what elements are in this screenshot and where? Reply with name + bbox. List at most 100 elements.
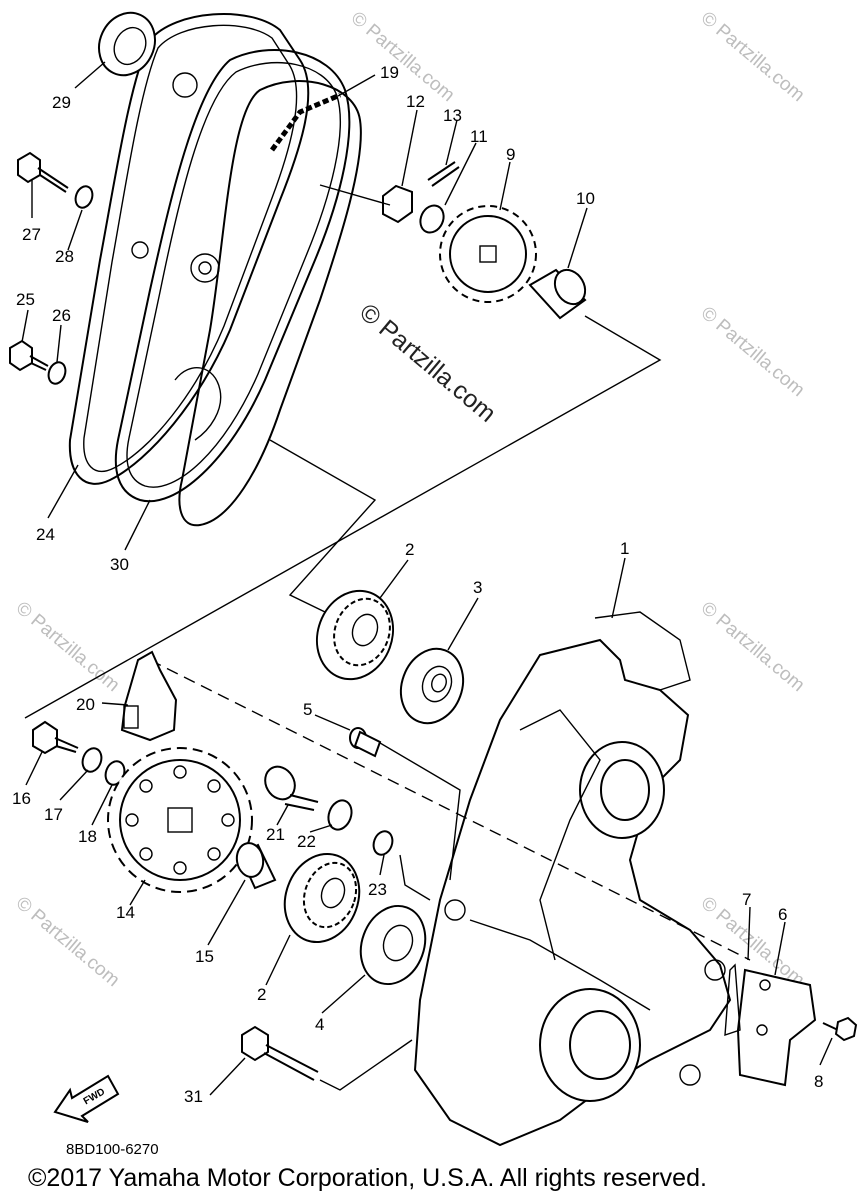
callout-12: 12 xyxy=(406,92,425,111)
outer-cover-inner-edge xyxy=(83,24,298,473)
bearing-3 xyxy=(399,647,465,725)
bolt-31 xyxy=(241,1025,319,1081)
bearing-outer xyxy=(315,589,395,681)
case-rib xyxy=(519,709,601,961)
callout-10: 10 xyxy=(576,189,595,208)
bearing-bore xyxy=(431,673,447,693)
callout-20: 20 xyxy=(76,695,95,714)
case-tab xyxy=(594,611,691,691)
case-boss-lower xyxy=(539,988,641,1102)
washer-11 xyxy=(419,204,445,234)
chain-case-cover xyxy=(68,11,362,527)
callout-24: 24 xyxy=(36,525,55,544)
watermark: © Partzilla.com xyxy=(12,893,124,991)
bolt-25 xyxy=(9,339,49,372)
case-bore-lower xyxy=(569,1010,631,1080)
plate-6 xyxy=(724,963,817,1087)
watermark: © Partzilla.com xyxy=(697,303,809,401)
callout-14: 14 xyxy=(116,903,135,922)
collar-end xyxy=(553,268,587,306)
fwd-arrow: FWD xyxy=(53,1074,120,1123)
callout-29: 29 xyxy=(52,93,71,112)
callout-5: 5 xyxy=(303,700,312,719)
cover-hole xyxy=(172,72,198,98)
case-hole xyxy=(444,899,466,921)
watermark: © Partzilla.com xyxy=(697,598,809,696)
bearing-inner xyxy=(382,924,414,962)
sprocket-9 xyxy=(439,205,537,303)
case-rib xyxy=(469,919,651,1011)
collar-22 xyxy=(327,799,353,831)
hex-bolt-head xyxy=(9,339,33,372)
callout-30: 30 xyxy=(110,555,129,574)
washer-28 xyxy=(74,185,94,209)
washer-26 xyxy=(47,361,67,385)
callout-8: 8 xyxy=(814,1072,823,1091)
bolt-27 xyxy=(17,151,69,193)
bolt-8 xyxy=(822,1016,858,1042)
callout-6: 6 xyxy=(778,905,787,924)
bearing-2-upper xyxy=(315,589,395,681)
bolt-head xyxy=(264,765,296,801)
fwd-arrow-shape xyxy=(53,1074,120,1123)
bearing-balls xyxy=(333,597,391,667)
nipple-body xyxy=(353,730,382,758)
tensioner-slot xyxy=(123,705,139,729)
nipple-5 xyxy=(349,727,382,758)
callout-18: 18 xyxy=(78,827,97,846)
diagram-code: 8BD100-6270 xyxy=(66,1141,159,1158)
assembly-lines xyxy=(24,184,751,1091)
leader xyxy=(319,1039,413,1091)
callout-4: 4 xyxy=(315,1015,324,1034)
plate-body xyxy=(736,968,817,1087)
plate-boss xyxy=(190,253,220,283)
hex-bolt-head xyxy=(241,1025,269,1062)
bolt-shank xyxy=(822,1022,839,1031)
callout-28: 28 xyxy=(55,247,74,266)
leader xyxy=(319,184,391,206)
bolt-shank xyxy=(284,794,319,811)
cover-gasket-inner xyxy=(126,61,341,488)
washer-17 xyxy=(81,747,103,773)
callout-11: 11 xyxy=(470,127,488,146)
callout-7: 7 xyxy=(742,890,751,909)
callout-13: 13 xyxy=(443,106,462,125)
bearing-bore xyxy=(351,613,379,647)
plate-rib xyxy=(174,367,222,441)
bolt-shank xyxy=(37,167,69,193)
leader xyxy=(149,659,751,961)
bearing-outer xyxy=(359,904,427,986)
plate-hole xyxy=(759,979,771,991)
callout-9: 9 xyxy=(506,145,515,164)
bearing-2-lower xyxy=(283,852,361,944)
washer-23 xyxy=(372,830,394,856)
callout-22: 22 xyxy=(297,832,316,851)
cover-hole xyxy=(131,241,149,259)
callout-17: 17 xyxy=(44,805,63,824)
bolt-shank xyxy=(54,737,79,753)
bearing-bore xyxy=(320,877,346,909)
bolt-head xyxy=(834,1016,858,1042)
collar-10 xyxy=(528,268,587,320)
watermark: © Partzilla.com xyxy=(347,8,459,106)
inner-case-plate xyxy=(178,80,362,527)
callout-21: 21 xyxy=(266,825,285,844)
callout-15: 15 xyxy=(195,947,214,966)
case-bore-upper xyxy=(600,759,650,821)
callout-23: 23 xyxy=(368,880,387,899)
callout-19: 19 xyxy=(380,63,399,82)
case-hole xyxy=(679,1064,701,1086)
hex-bolt-head xyxy=(32,720,58,755)
callout-1: 1 xyxy=(620,539,629,558)
copyright-notice: ©2017 Yamaha Motor Corporation, U.S.A. A… xyxy=(28,1164,707,1192)
tensioner-body xyxy=(120,650,178,742)
hex-bolt-head xyxy=(17,151,41,184)
nut-12 xyxy=(382,184,413,224)
case-hole xyxy=(704,959,726,981)
plate-hole xyxy=(756,1024,768,1036)
bolt-shank xyxy=(29,355,49,371)
oil-seal-bore xyxy=(113,26,147,66)
callout-16: 16 xyxy=(12,789,31,808)
